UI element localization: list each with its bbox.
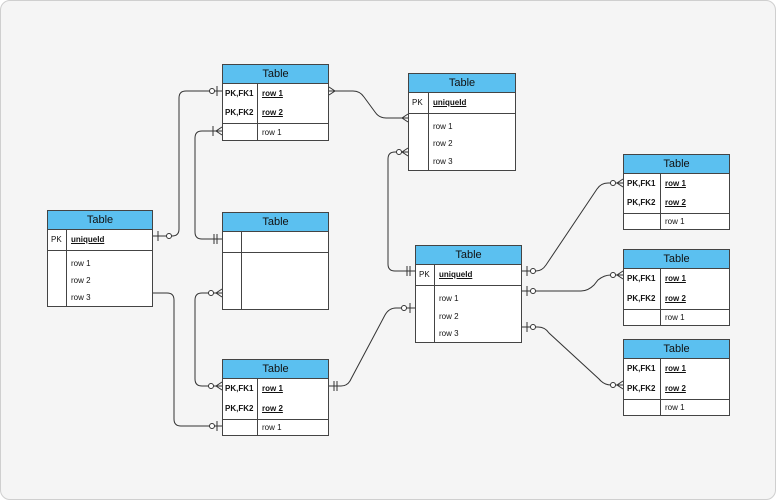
- field-row: row 3: [439, 329, 459, 338]
- entity-table-4[interactable]: Table: [222, 212, 329, 310]
- pk-label: PK: [412, 98, 423, 107]
- key-label: PK,FK2: [627, 384, 656, 393]
- relationship-t3-t5[interactable]: [387, 147, 415, 276]
- entity-table-5[interactable]: Table PK uniqueId row 1 row 2 row 3: [415, 245, 522, 343]
- pk-label: PK: [51, 235, 62, 244]
- key-label: PK,FK1: [627, 364, 656, 373]
- field-row: row 2: [71, 276, 91, 285]
- entity-title: Table: [624, 155, 729, 174]
- relationship-t7-t5[interactable]: [329, 303, 415, 391]
- entity-title: Table: [223, 65, 328, 84]
- field-row: row 2: [433, 139, 453, 148]
- entity-table-1[interactable]: Table PK uniqueId row 1 row 2 row 3: [47, 210, 153, 307]
- field-row: row 1: [439, 294, 459, 303]
- key-field: row 2: [262, 108, 283, 117]
- relationship-t1-t7[interactable]: [153, 292, 222, 431]
- pk-field: uniqueId: [71, 235, 105, 244]
- field-row: row 1: [665, 403, 685, 412]
- relationship-t2-t4[interactable]: [194, 126, 223, 244]
- field-row: row 1: [433, 122, 453, 131]
- relationship-t2-t3[interactable]: [328, 86, 409, 123]
- key-field: row 2: [665, 384, 686, 393]
- key-field: row 1: [665, 274, 686, 283]
- field-row: row 3: [433, 157, 453, 166]
- key-label: PK,FK1: [225, 384, 254, 393]
- relationship-t5-t8[interactable]: [522, 178, 624, 276]
- key-label: PK,FK1: [225, 89, 254, 98]
- key-field: row 2: [665, 198, 686, 207]
- entity-title: Table: [416, 246, 521, 265]
- key-field: row 2: [262, 404, 283, 413]
- entity-table-7[interactable]: Table PK,FK1 row 1 PK,FK2 row 2 row 1: [222, 359, 329, 436]
- entity-table-3[interactable]: Table PK uniqueId row 1 row 2 row 3: [408, 73, 516, 171]
- entity-table-9[interactable]: Table PK,FK1 row 1 PK,FK2 row 2 row 1: [623, 249, 730, 326]
- field-row: row 1: [665, 313, 685, 322]
- key-label: PK,FK2: [627, 294, 656, 303]
- relationship-t4-t7[interactable]: [194, 288, 223, 391]
- key-label: PK,FK2: [627, 198, 656, 207]
- entity-title: Table: [624, 250, 729, 269]
- entity-title: Table: [223, 213, 328, 232]
- entity-title: Table: [48, 211, 152, 230]
- pk-label: PK: [419, 270, 430, 279]
- key-field: row 1: [665, 364, 686, 373]
- field-row: row 1: [262, 423, 282, 432]
- entity-table-10[interactable]: Table PK,FK1 row 1 PK,FK2 row 2 row 1: [623, 339, 730, 416]
- entity-title: Table: [624, 340, 729, 359]
- field-row: row 1: [262, 128, 282, 137]
- entity-table-2[interactable]: Table PK,FK1 row 1 PK,FK2 row 2 row 1: [222, 64, 329, 141]
- field-row: row 2: [439, 312, 459, 321]
- key-label: PK,FK1: [627, 274, 656, 283]
- relationship-t5-t10[interactable]: [522, 322, 624, 390]
- key-field: row 1: [262, 384, 283, 393]
- entity-title: Table: [409, 74, 515, 93]
- pk-field: uniqueId: [439, 270, 473, 279]
- relationship-t5-t9[interactable]: [522, 270, 624, 296]
- key-field: row 1: [262, 89, 283, 98]
- key-label: PK,FK2: [225, 108, 254, 117]
- key-field: row 1: [665, 179, 686, 188]
- field-row: row 1: [665, 217, 685, 226]
- entity-title: Table: [223, 360, 328, 379]
- field-row: row 1: [71, 259, 91, 268]
- pk-field: uniqueId: [433, 98, 467, 107]
- entity-table-8[interactable]: Table PK,FK1 row 1 PK,FK2 row 2 row 1: [623, 154, 730, 230]
- key-label: PK,FK2: [225, 404, 254, 413]
- relationship-t1-t2[interactable]: [153, 86, 222, 241]
- field-row: row 3: [71, 293, 91, 302]
- key-label: PK,FK1: [627, 179, 656, 188]
- key-field: row 2: [665, 294, 686, 303]
